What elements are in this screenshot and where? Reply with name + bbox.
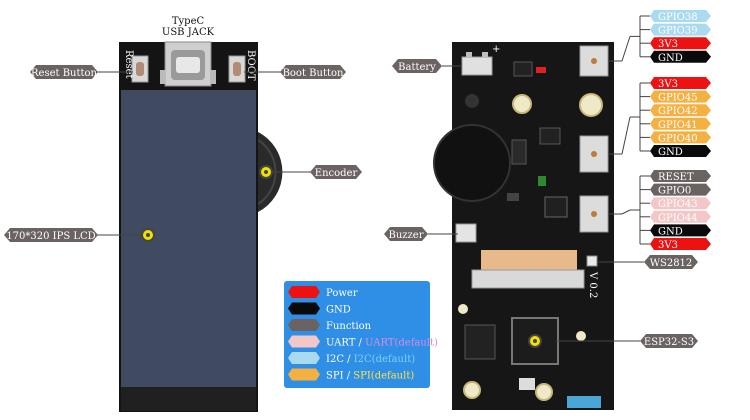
pin-label-gnd	[650, 145, 711, 157]
svg-text:ESP32-S3: ESP32-S3	[644, 337, 694, 348]
pin-label-3v3	[650, 238, 711, 250]
pin-label-gpio41	[650, 117, 711, 130]
svg-text:Battery: Battery	[398, 62, 436, 73]
pin-label-3v3	[650, 77, 711, 89]
svg-text:Reset Button: Reset Button	[31, 68, 98, 79]
legend-label: I2C / I2C(default)	[326, 354, 415, 365]
pin-text: GPIO42	[658, 106, 698, 117]
pin-text: GND	[658, 226, 683, 237]
reset-button[interactable]	[131, 55, 149, 83]
boot-silkscreen: BOOT	[245, 50, 256, 81]
pin-label-gpio43	[650, 197, 711, 210]
pin-text: 3V3	[658, 39, 678, 50]
front-board: TypeC USB JACK Reset BOOT	[119, 16, 283, 412]
pin-text: RESET	[658, 172, 694, 183]
legend-item-spi: SPI / SPI(default)	[288, 368, 414, 382]
pin-text: GPIO44	[658, 213, 698, 224]
pin-label-gpio38	[650, 10, 711, 22]
lcd-fpc-connector	[481, 250, 577, 270]
callout-reset: Reset Button	[30, 65, 98, 79]
pin-text: 3V3	[658, 240, 678, 251]
legend-label: Power	[326, 288, 358, 299]
ips-lcd	[121, 90, 256, 387]
legend-label: GND	[326, 305, 351, 316]
legend-swatch-i2c	[288, 352, 320, 364]
pin-label-gnd	[650, 50, 711, 63]
left-callouts	[96, 71, 312, 236]
svg-text:Boot Button: Boot Button	[283, 68, 344, 79]
legend-item-i2c: I2C / I2C(default)	[288, 352, 415, 365]
typec-usb-jack	[160, 41, 216, 87]
pin-text: 3V3	[658, 79, 678, 90]
version-silk: V 0.2	[587, 271, 598, 298]
pin-label-gpio42	[650, 104, 711, 117]
typec-label: TypeC	[172, 16, 205, 27]
pin-label-reset	[650, 170, 711, 182]
reset-silkscreen: Reset	[123, 50, 134, 79]
battery-plus-silk: +	[492, 44, 500, 55]
callout-buzzer: Buzzer	[384, 227, 428, 241]
pin-label-gpio45	[650, 90, 711, 103]
svg-text:Buzzer: Buzzer	[388, 230, 423, 241]
legend-swatch-spi	[288, 368, 320, 381]
usb-jack-label: USB JACK	[162, 27, 215, 38]
pin-text: GPIO41	[658, 120, 698, 131]
pin-text: GPIO38	[658, 12, 698, 23]
boot-button[interactable]	[228, 55, 246, 83]
legend-item-uart: UART / UART(default)	[288, 335, 438, 349]
back-board: + V 0	[433, 42, 614, 410]
svg-text:WS2812: WS2812	[650, 258, 693, 269]
blue-component	[567, 396, 601, 408]
legend-label: Function	[326, 321, 372, 332]
pin-text: GPIO43	[658, 199, 698, 210]
callout-esp32: ESP32-S3	[640, 334, 698, 348]
legend-swatch-power	[288, 286, 320, 298]
pin-label-gpio0	[650, 183, 711, 196]
ws2812-led	[586, 255, 598, 267]
legend-item-gnd: GND	[288, 302, 351, 316]
pin-label-gpio39	[650, 23, 711, 36]
svg-text:170*320 IPS LCD: 170*320 IPS LCD	[6, 231, 95, 242]
legend-swatch-gnd	[288, 302, 320, 315]
legend-swatch-function	[288, 319, 320, 331]
pin-text: GPIO0	[658, 186, 691, 197]
pin-text: GPIO39	[658, 26, 698, 37]
svg-text:Encoder: Encoder	[315, 168, 358, 179]
right-callouts	[428, 65, 644, 342]
callout-encoder: Encoder	[310, 165, 362, 179]
pin-text: GND	[658, 53, 683, 64]
callout-battery: Battery	[392, 59, 442, 73]
legend-label: UART / UART(default)	[326, 338, 438, 349]
legend-item-power: Power	[288, 286, 358, 299]
pin-text: GPIO40	[658, 133, 698, 144]
pin-label-3v3	[650, 37, 711, 50]
legend-item-function: Function	[288, 319, 372, 332]
pin-text: GND	[658, 147, 683, 158]
pin-text: GPIO45	[658, 93, 698, 104]
legend-label: SPI / SPI(default)	[326, 371, 414, 382]
buzzer-connector	[455, 223, 477, 243]
callout-ws2812: WS2812	[644, 255, 698, 269]
legend-swatch-uart	[288, 335, 320, 348]
pin-label-gpio44	[650, 210, 711, 223]
callout-boot: Boot Button	[280, 65, 346, 79]
callout-lcd: 170*320 IPS LCD	[4, 228, 98, 242]
buzzer-disc	[433, 124, 511, 202]
pin-label-gnd	[650, 224, 711, 237]
pin-labels: GPIO38GPIO393V3GND3V3GPIO45GPIO42GPIO41G…	[608, 10, 711, 251]
legend-panel	[284, 281, 430, 388]
pin-label-gpio40	[650, 131, 711, 144]
